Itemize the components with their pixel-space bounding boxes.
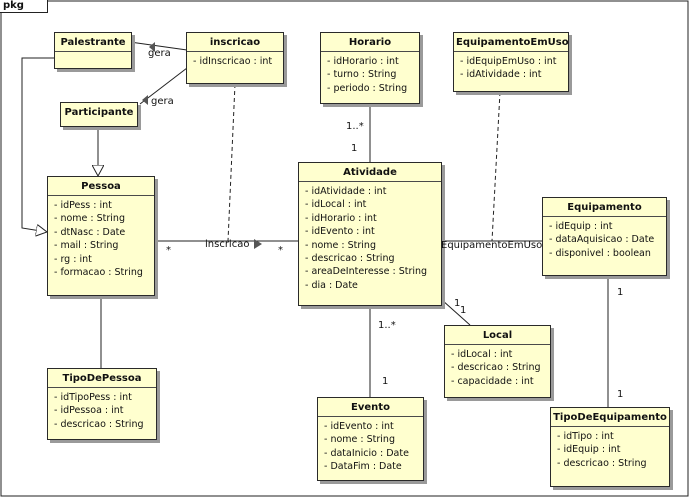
attribute: - idTipo : int	[557, 431, 614, 442]
class-name: TipoDePessoa	[48, 369, 156, 388]
attribute: - idAtividade : int	[305, 186, 387, 197]
attribute: - areaDeInteresse : String	[305, 266, 428, 278]
class-name: Equipamento	[543, 198, 666, 217]
attribute: - idInscricao : int	[193, 56, 273, 67]
association-class-link-equipamentoemuso	[491, 91, 501, 242]
attribute: - rg : int	[54, 253, 92, 265]
attribute: - idEquipEmUso : int	[460, 56, 557, 67]
inscricao-reading-arrow	[254, 239, 262, 249]
attribute-list: - idEquipEmUso : int - idAtividade : int	[454, 52, 568, 84]
attribute-list: - idHorario : int - turno : String - per…	[321, 52, 419, 97]
gera-arrow-palestrante	[149, 42, 155, 52]
attribute-list: - idPess : int - nome : String - dtNasc …	[48, 196, 154, 281]
attribute: - dtNasc : Date	[54, 226, 126, 238]
attribute: - idPess : int	[54, 200, 112, 211]
attribute-list: - idInscricao : int	[187, 52, 283, 70]
attribute: - idPessoa : int	[54, 405, 124, 417]
attribute: - idHorario : int	[305, 212, 377, 224]
attribute-list: - idAtividade : int - idLocal : int - id…	[299, 182, 441, 294]
attribute: - idTipoPess : int	[54, 392, 132, 403]
attribute: - descricao : String	[557, 457, 647, 469]
label-local-mult-a: 1	[454, 298, 461, 309]
attribute-list: - idEquip : int - dataAquisicao : Date -…	[543, 217, 666, 262]
label-horario-mult-bottom: 1	[351, 143, 358, 154]
class-name: Pessoa	[48, 177, 154, 196]
attribute: - descricao : String	[451, 362, 541, 374]
attribute: - capacidade : int	[451, 375, 534, 387]
attribute: - mail : String	[54, 240, 119, 252]
class-inscricao[interactable]: inscricao - idInscricao : int	[186, 32, 284, 84]
class-equipamento[interactable]: Equipamento - idEquip : int - dataAquisi…	[542, 197, 667, 276]
class-palestrante[interactable]: Palestrante	[54, 32, 132, 69]
attribute: - nome : String	[54, 213, 125, 225]
label-gera-palestrante: gera	[148, 48, 171, 59]
class-name: Participante	[64, 107, 134, 118]
attribute: - idEvento : int	[305, 226, 375, 238]
label-inscricao-mult-left: *	[166, 245, 171, 256]
class-name: Horario	[321, 33, 419, 52]
attribute: - nome : String	[305, 239, 376, 251]
label-tipoequip-mult-top: 1	[617, 287, 624, 298]
association-class-link-inscricao	[227, 83, 236, 242]
attribute: - nome : String	[324, 434, 395, 446]
class-name: EquipamentoEmUso	[454, 33, 569, 52]
class-name: Atividade	[299, 163, 441, 182]
label-evento-mult-bottom: 1	[382, 376, 389, 387]
class-equipamentoemuso[interactable]: EquipamentoEmUso - idEquipEmUso : int - …	[453, 32, 569, 92]
label-equipamentoemuso-association: EquipamentoEmUso	[441, 240, 543, 251]
attribute: - idAtividade : int	[460, 69, 542, 81]
attribute: - descricao : String	[54, 418, 144, 430]
generalization-palestrante-pessoa	[21, 57, 55, 232]
association-atividade-local	[441, 299, 471, 326]
attribute-list: - idTipo : int - idEquip : int - descric…	[551, 427, 669, 472]
class-tipodeequipamento[interactable]: TipoDeEquipamento - idTipo : int - idEqu…	[550, 407, 670, 487]
label-local-mult-b: 1	[460, 305, 467, 316]
attribute: - disponivel : boolean	[549, 247, 651, 259]
attribute: - descricao : String	[305, 253, 395, 265]
attribute: - idLocal : int	[305, 199, 367, 211]
class-horario[interactable]: Horario - idHorario : int - turno : Stri…	[320, 32, 420, 104]
class-name: Palestrante	[55, 33, 131, 52]
label-inscricao-association: inscricao	[205, 239, 250, 250]
class-participante[interactable]: Participante	[60, 102, 138, 127]
attribute: - idEquip : int	[549, 221, 613, 232]
label-gera-participante: gera	[151, 96, 174, 107]
attribute: - dataInicio : Date	[324, 447, 409, 459]
label-horario-mult: 1..*	[346, 121, 364, 132]
attribute: - idEvento : int	[324, 421, 394, 432]
class-pessoa[interactable]: Pessoa - idPess : int - nome : String - …	[47, 176, 155, 296]
attribute: - idLocal : int	[451, 349, 513, 360]
attribute-list: - idLocal : int - descricao : String - c…	[445, 345, 550, 390]
label-tipoequip-mult-bottom: 1	[617, 389, 624, 400]
package-label: pkg	[0, 0, 48, 13]
attribute: - idEquip : int	[557, 444, 621, 456]
class-local[interactable]: Local - idLocal : int - descricao : Stri…	[444, 325, 551, 398]
class-name: TipoDeEquipamento	[551, 408, 669, 427]
attribute-list: - idTipoPess : int - idPessoa : int - de…	[48, 388, 156, 433]
attribute: - idHorario : int	[327, 56, 399, 67]
label-inscricao-mult-right: *	[278, 245, 283, 256]
class-name: inscricao	[187, 33, 283, 52]
attribute: - dataAquisicao : Date	[549, 234, 655, 246]
association-inscricao-palestrante	[129, 41, 188, 51]
attribute-list: - idEvento : int - nome : String - dataI…	[318, 417, 423, 476]
label-evento-mult-top: 1..*	[378, 320, 396, 331]
gera-arrow-participante	[142, 95, 148, 105]
attribute: - periodo : String	[327, 82, 408, 94]
class-name: Evento	[318, 398, 423, 417]
attribute: - turno : String	[327, 69, 397, 81]
attribute: - dia : Date	[305, 279, 358, 291]
class-tipodepessoa[interactable]: TipoDePessoa - idTipoPess : int - idPess…	[47, 368, 157, 440]
class-atividade[interactable]: Atividade - idAtividade : int - idLocal …	[298, 162, 442, 306]
class-evento[interactable]: Evento - idEvento : int - nome : String …	[317, 397, 424, 481]
class-name: Local	[445, 326, 550, 345]
attribute: - formacao : String	[54, 267, 143, 279]
attribute: - DataFim : Date	[324, 461, 402, 473]
